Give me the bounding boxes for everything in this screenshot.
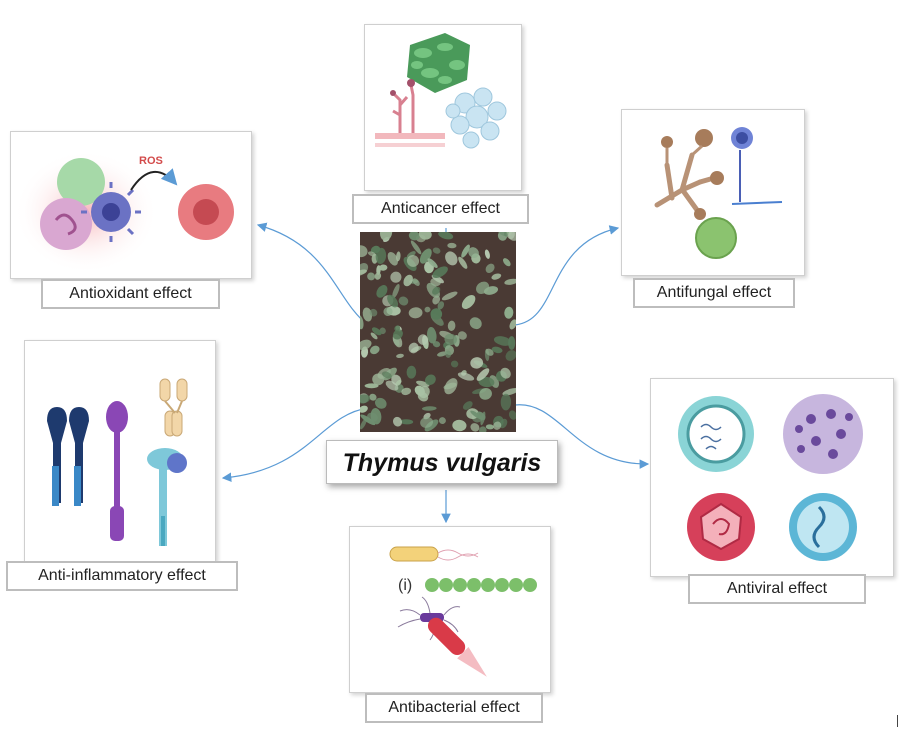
fungi-icon xyxy=(654,127,783,259)
antioxidant-card: ROS xyxy=(10,131,252,279)
bacteria-marker-text: (i) xyxy=(398,577,412,594)
viruses-icon xyxy=(678,394,863,561)
antibacterial-label: Antibacterial effect xyxy=(365,693,543,723)
antiviral-card xyxy=(650,378,894,577)
bacteria-icon: (i) xyxy=(389,546,537,677)
anticancer-card xyxy=(364,24,522,191)
arrow-to-antifungal xyxy=(514,225,620,326)
antifungal-label: Antifungal effect xyxy=(633,278,795,308)
ros-cells-icon: ROS xyxy=(14,150,234,274)
thyme-plant-photo xyxy=(360,232,516,432)
antibacterial-card: (i) xyxy=(349,526,551,693)
antiviral-label: Antiviral effect xyxy=(688,574,866,604)
receptors-icon xyxy=(47,378,188,546)
arrow-to-antiinflammatory xyxy=(221,407,369,483)
antiinflammatory-label: Anti-inflammatory effect xyxy=(6,561,238,591)
ros-text: ROS xyxy=(139,155,163,167)
antifungal-card xyxy=(621,109,805,276)
arrow-to-antioxidant xyxy=(256,222,369,326)
antioxidant-label: Antioxidant effect xyxy=(41,279,220,309)
tumor-cells-icon xyxy=(375,33,507,149)
arrow-to-antiviral xyxy=(514,404,650,469)
thymus-vulgaris-title: Thymus vulgaris xyxy=(326,440,558,484)
antiinflammatory-card xyxy=(24,340,216,562)
anticancer-label: Anticancer effect xyxy=(352,194,529,224)
text-cursor xyxy=(897,715,898,727)
